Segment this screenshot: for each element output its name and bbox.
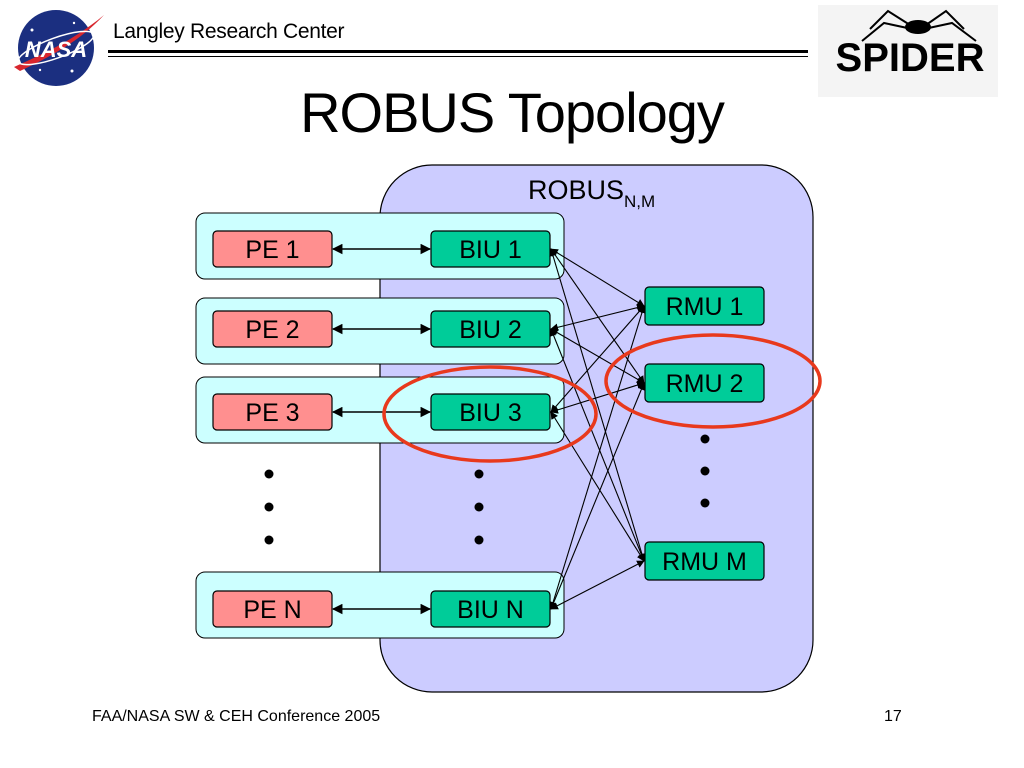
biu-node-3: BIU 3 [430, 393, 551, 431]
ellipsis-dot [264, 502, 274, 512]
spider-icon [861, 9, 977, 42]
highlight-circle-biu-3 [382, 365, 598, 463]
ellipsis-dot [700, 434, 710, 444]
pe-node-2-label: PE 2 [245, 316, 299, 344]
rmu-node-1-box [644, 286, 765, 326]
spider-logo-text: SPIDER [836, 36, 985, 80]
ellipsis-dot [264, 535, 274, 545]
ellipsis-dot [700, 466, 710, 476]
page-title: ROBUS Topology [300, 81, 725, 144]
biu-node-1-label: BIU 1 [459, 236, 522, 264]
spider-logo: SPIDER [818, 5, 998, 97]
links [549, 248, 646, 610]
pe-node-3-label: PE 3 [245, 399, 299, 427]
biu-node-1: BIU 1 [430, 230, 551, 268]
highlight-circle-rmu-2 [604, 333, 822, 429]
pe-node-n: PE N [212, 590, 333, 628]
rmu-node-m-label: RMU M [662, 548, 747, 576]
ellipsis-dot [474, 469, 484, 479]
highlight-circles [382, 333, 822, 463]
footer-page-number: 17 [884, 708, 902, 725]
biu-node-2-label: BIU 2 [459, 316, 522, 344]
footer-conference-label: FAA/NASA SW & CEH Conference 2005 [92, 708, 381, 725]
header-divider-thin [108, 56, 808, 57]
robus-container-label: ROBUSN,M [528, 175, 655, 211]
rmu-node-2: RMU 2 [644, 363, 765, 403]
nasa-logo-text: NASA [25, 37, 87, 62]
rmu-node-2-label: RMU 2 [666, 370, 744, 398]
ellipsis-dot [264, 469, 274, 479]
biu-node-n: BIU N [430, 590, 551, 628]
ellipsis-dots [264, 434, 710, 545]
pe-node-1: PE 1 [212, 230, 333, 268]
pe-node-3: PE 3 [212, 393, 333, 431]
rmu-node-1-label: RMU 1 [666, 293, 744, 321]
rmu-node-2-box [644, 363, 765, 403]
pe-node-1-label: PE 1 [245, 236, 299, 264]
header-org-label: Langley Research Center [113, 20, 345, 43]
ellipsis-dot [700, 498, 710, 508]
rmu-node-m-box [644, 541, 765, 581]
node-groups: PE 1 BIU 1 PE 2 BIU 2 PE 3 BIU 3 PE N BIU N [195, 212, 565, 639]
rmu-nodes: RMU 1 RMU 2 RMU M [644, 286, 765, 581]
nasa-logo: NASA [14, 10, 104, 86]
pe-node-2: PE 2 [212, 310, 333, 348]
ellipsis-dot [474, 535, 484, 545]
biu-node-n-label: BIU N [457, 596, 524, 624]
rmu-node-m: RMU M [644, 541, 765, 581]
biu-node-2: BIU 2 [430, 310, 551, 348]
header-divider [108, 50, 808, 53]
pe-node-n-label: PE N [243, 596, 301, 624]
rmu-node-1: RMU 1 [644, 286, 765, 326]
ellipsis-dot [474, 502, 484, 512]
biu-rmu-link [550, 560, 645, 610]
biu-node-3-label: BIU 3 [459, 399, 522, 427]
